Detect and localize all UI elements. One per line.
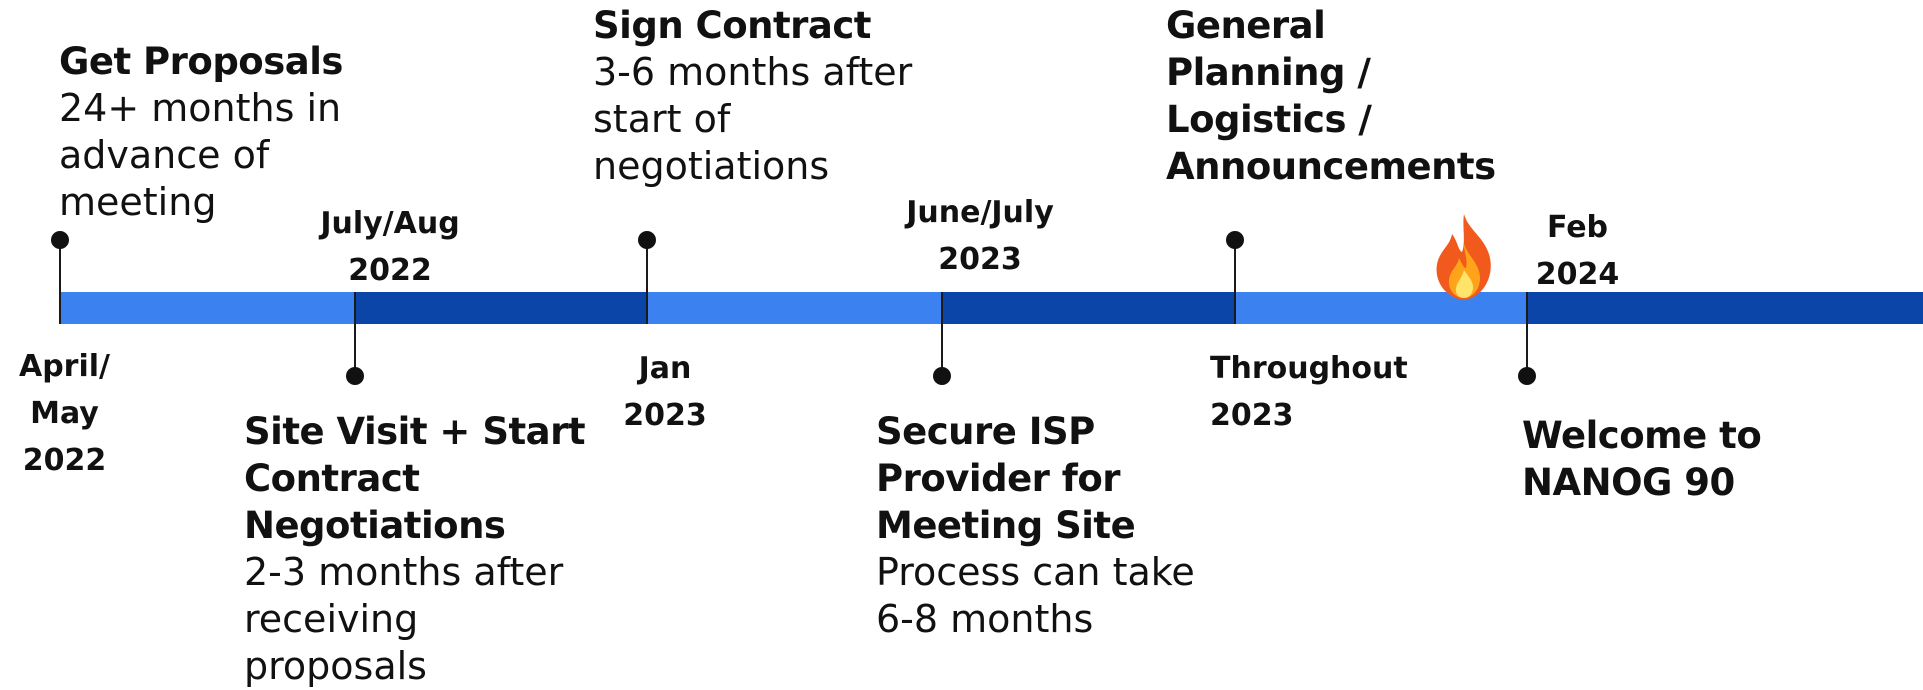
- event-note: meeting: [59, 180, 217, 224]
- milestone-dot: [638, 231, 656, 249]
- timeline-bar-segment: [647, 292, 942, 324]
- event-title: Announcements: [1166, 145, 1496, 188]
- event-title: Logistics /: [1166, 98, 1372, 141]
- event-secure-isp: Secure ISP Provider for Meeting Site Pro…: [876, 408, 1195, 643]
- event-note: 6-8 months: [876, 597, 1094, 641]
- milestone-tick: [59, 240, 61, 324]
- event-note: negotiations: [593, 144, 830, 188]
- timeline-bar-segment: [942, 292, 1235, 324]
- event-note: receiving: [244, 597, 419, 641]
- event-note: start of: [593, 97, 731, 141]
- event-title: General: [1166, 4, 1326, 47]
- event-general-planning: General Planning / Logistics / Announcem…: [1166, 2, 1496, 190]
- milestone-tick: [354, 292, 356, 376]
- milestone-tick: [646, 240, 648, 324]
- event-get-proposals: Get Proposals 24+ months in advance of m…: [59, 38, 343, 226]
- event-title: Get Proposals: [59, 40, 343, 83]
- event-welcome-nanog: Welcome to NANOG 90: [1522, 412, 1762, 506]
- timeline-bar-segment: [355, 292, 647, 324]
- event-note: Process can take: [876, 550, 1195, 594]
- event-title: Negotiations: [244, 504, 506, 547]
- event-title: Welcome to: [1522, 414, 1762, 457]
- milestone-tick: [1526, 292, 1528, 376]
- event-title: Meeting Site: [876, 504, 1136, 547]
- event-site-visit: Site Visit + Start Contract Negotiations…: [244, 408, 586, 690]
- event-title: Site Visit + Start: [244, 410, 586, 453]
- event-note: proposals: [244, 644, 427, 688]
- milestone-dot: [346, 367, 364, 385]
- timeline-bar-segment: [1527, 292, 1923, 324]
- event-title: Sign Contract: [593, 4, 871, 47]
- milestone-tick: [1234, 240, 1236, 324]
- milestone-dot: [1518, 367, 1536, 385]
- event-title: Provider for: [876, 457, 1121, 500]
- event-title: Secure ISP: [876, 410, 1095, 453]
- event-note: 24+ months in: [59, 86, 342, 130]
- event-title: Planning /: [1166, 51, 1371, 94]
- event-sign-contract: Sign Contract 3-6 months after start of …: [593, 2, 912, 190]
- event-title: Contract: [244, 457, 420, 500]
- timeline-bar-segment: [1235, 292, 1527, 324]
- milestone-dot: [1226, 231, 1244, 249]
- event-note: 3-6 months after: [593, 50, 913, 94]
- event-note: advance of: [59, 133, 270, 177]
- milestone-dot: [933, 367, 951, 385]
- timeline-bar-segment: [60, 292, 355, 324]
- event-note: 2-3 months after: [244, 550, 564, 594]
- milestone-dot: [51, 231, 69, 249]
- fire-icon: [1436, 214, 1491, 300]
- milestone-tick: [941, 292, 943, 376]
- event-title: NANOG 90: [1522, 461, 1735, 504]
